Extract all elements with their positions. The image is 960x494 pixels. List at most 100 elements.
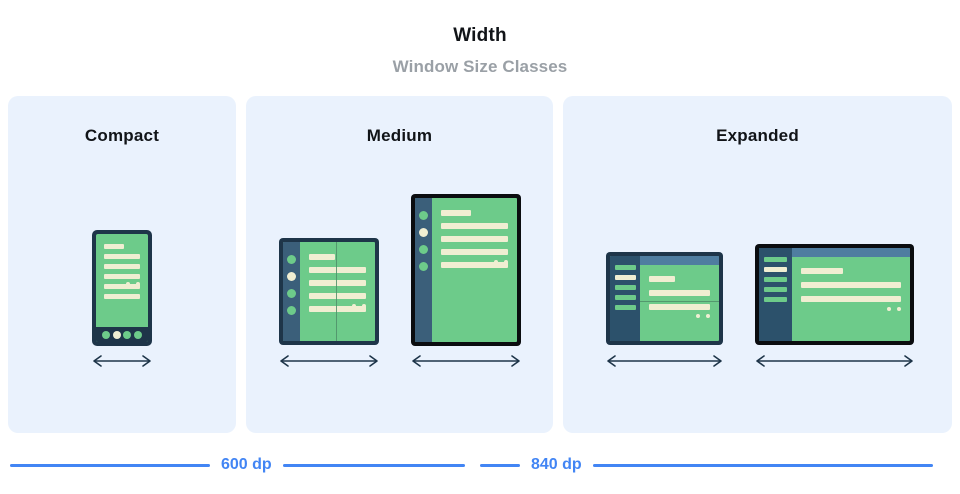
rail-icon [287,255,296,264]
rail-icon [287,289,296,298]
app-top-bar [640,256,719,265]
content-bar [104,274,140,279]
content-bar [104,284,140,289]
content-bar [801,268,843,274]
drawer-item [614,285,636,290]
content-dot [494,260,498,264]
navigation-rail [415,198,432,342]
breakpoint-840dp: 840 dp [480,450,933,480]
nav-dot-active [112,330,121,339]
device-foldable-landscape [606,252,723,345]
width-arrow-tablet-landscape [755,354,914,368]
drawer-item [764,257,787,262]
tablet-screen [759,248,910,341]
content-bar [104,244,124,249]
content-dots [126,282,140,286]
content-dot [897,307,901,311]
content-dots [887,307,901,311]
panel-expanded: Expanded [563,96,952,433]
tablet-screen [415,198,517,342]
drawer-item [614,305,636,310]
page-subtitle: Window Size Classes [392,57,568,76]
width-arrow-tablet-portrait [411,354,521,368]
hinge-line [640,301,719,302]
content-bar [649,304,710,310]
panel-label-expanded: Expanded [716,126,799,145]
content-bar [309,280,366,286]
tablet-content [432,198,517,342]
navigation-drawer [759,248,792,341]
width-arrow-compact [92,354,152,368]
width-arrow-foldable-portrait [279,354,379,368]
content-bar [104,264,140,269]
rule-line-left [10,463,210,467]
device-phone-portrait [92,230,152,346]
content-bar [649,290,710,296]
content-bar [309,267,366,273]
size-class-panels: Compact [0,96,960,433]
content-dot [126,282,130,286]
drawer-item [764,287,787,292]
drawer-item [614,295,636,300]
drawer-item-active [614,275,636,280]
content-dots [696,314,710,318]
content-dot [696,314,700,318]
width-arrow-foldable-landscape [606,354,723,368]
content-bar [441,249,508,255]
hinge-line [336,242,337,341]
rail-icon-active [419,228,428,237]
rail-icon-active [287,272,296,281]
content-dot [504,260,508,264]
rail-icon [419,262,428,271]
panel-medium: Medium [246,96,553,433]
rail-icon [419,245,428,254]
content-dots [352,304,366,308]
nav-dot [123,330,132,339]
foldable-screen [610,256,719,341]
content-bar [104,294,140,299]
navigation-drawer [610,256,640,341]
foldable-content [640,265,719,341]
content-bar [441,223,508,229]
content-bar [649,276,675,282]
tablet-main [792,248,910,341]
content-bar [104,254,140,259]
drawer-item [764,297,787,302]
app-top-bar [792,248,910,257]
content-bar [801,282,901,288]
panel-label-medium: Medium [366,126,433,145]
content-bar [441,210,472,216]
rule-line-left [480,463,520,467]
drawer-item [764,277,787,282]
device-foldable-portrait [279,238,379,345]
drawer-item [614,265,636,270]
content-dot [352,304,356,308]
rail-icon [287,306,296,315]
device-tablet-landscape [755,244,914,345]
breakpoint-scale: 600 dp 840 dp [0,450,960,480]
breakpoint-label: 600 dp [221,456,272,473]
nav-dot [102,330,111,339]
foldable-content [300,242,375,341]
drawer-item-active [764,267,787,272]
content-dot [706,314,710,318]
content-dot [362,304,366,308]
content-bar [801,296,901,302]
device-tablet-portrait [411,194,521,346]
navigation-rail [283,242,300,341]
rule-line-right [282,463,465,467]
nav-dot [133,330,142,339]
phone-content [96,234,148,327]
panel-label-compact: Compact [84,126,160,145]
content-dots [494,260,508,264]
breakpoint-600dp: 600 dp [10,450,465,480]
content-bar [441,262,508,268]
phone-screen [96,234,148,342]
content-bar [309,254,335,260]
phone-bottom-nav [96,327,148,342]
content-dot [887,307,891,311]
content-bar [309,293,366,299]
panel-compact: Compact [8,96,236,433]
rule-line-right [592,463,933,467]
